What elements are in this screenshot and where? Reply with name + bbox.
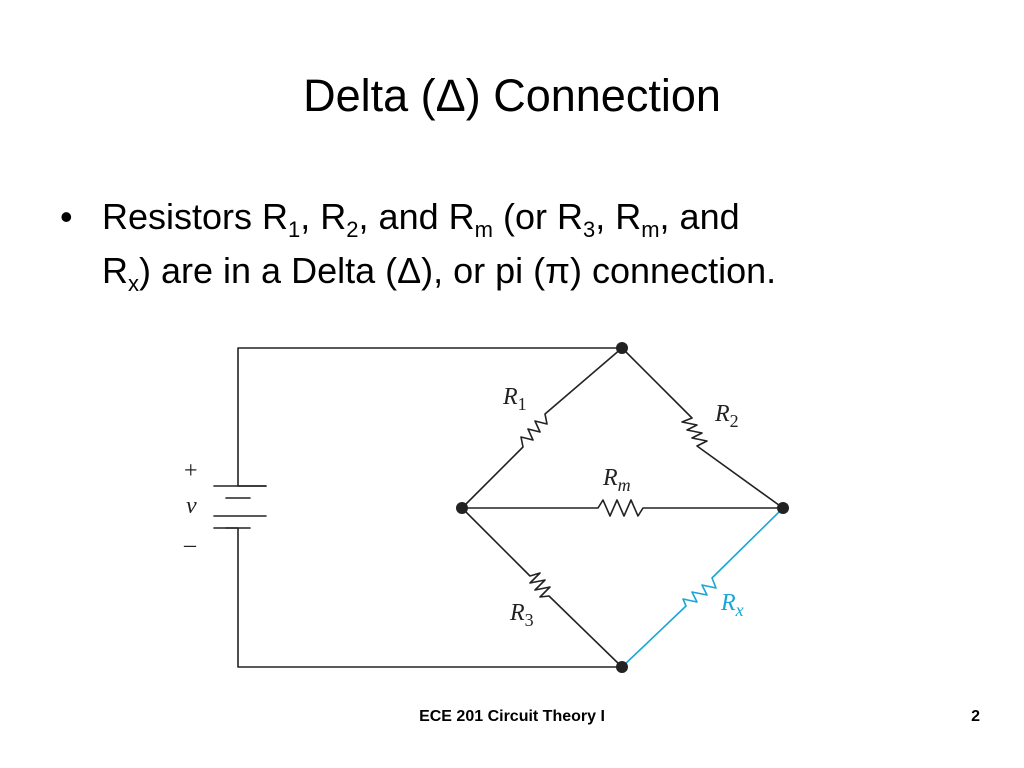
bullet-text: ) are in a Delta (Δ), or pi (π) connecti… [139,250,777,291]
resistor-r2 [621,347,784,509]
bullet-text: , and R [358,196,475,237]
label-rm: Rm [602,465,631,495]
node-right [777,502,789,514]
label-rm-sub: m [618,475,631,495]
source-minus-label: – [183,532,197,558]
label-r1-letter: R [502,384,518,410]
wire-bottom [213,527,623,668]
wire-top [237,347,623,487]
label-r1-sub: 1 [518,394,527,414]
bullet-text: , and [659,196,740,237]
bullet-list: • Resistors R1, R2, and Rm (or R3, Rm, a… [60,190,960,298]
footer-course: ECE 201 Circuit Theory I [419,708,605,725]
bullet-icon: • [60,196,73,237]
bullet-text: (or R [492,196,583,237]
label-r2-letter: R [714,401,730,427]
footer-page-number: 2 [971,708,980,725]
subscript: m [641,217,660,242]
label-rx-letter: R [720,590,736,616]
resistor-r3 [461,507,623,668]
node-top [616,342,628,354]
node-bottom [616,661,628,673]
label-r3: R3 [509,600,534,630]
bullet-text: R [102,250,128,291]
source-plus-label: + [184,458,198,484]
subscript: 2 [346,217,359,242]
label-r2: R2 [714,401,739,431]
node-left [456,502,468,514]
subscript: 1 [288,217,301,242]
label-r3-letter: R [509,600,525,626]
bullet-text: , R [595,196,642,237]
resistor-r1 [461,347,623,509]
label-r1: R1 [502,384,527,414]
bullet-text: , R [300,196,347,237]
label-r2-sub: 2 [730,411,739,431]
source-voltage-label: v [186,493,197,519]
subscript: x [128,271,139,296]
label-rx-sub: x [735,600,744,620]
resistor-rm [461,499,784,517]
slide-title: Delta (Δ) Connection [303,70,721,121]
subscript: 3 [582,217,596,242]
bullet-text: Resistors R [102,196,289,237]
label-rm-letter: R [602,465,618,491]
resistor-rx [621,507,784,668]
label-r3-sub: 3 [525,610,534,630]
bullet-line-1: • Resistors R1, R2, and Rm (or R3, Rm, a… [60,190,960,244]
bullet-line-2: Rx) are in a Delta (Δ), or pi (π) connec… [60,244,960,298]
label-rx: Rx [720,590,744,620]
subscript: m [474,217,493,242]
